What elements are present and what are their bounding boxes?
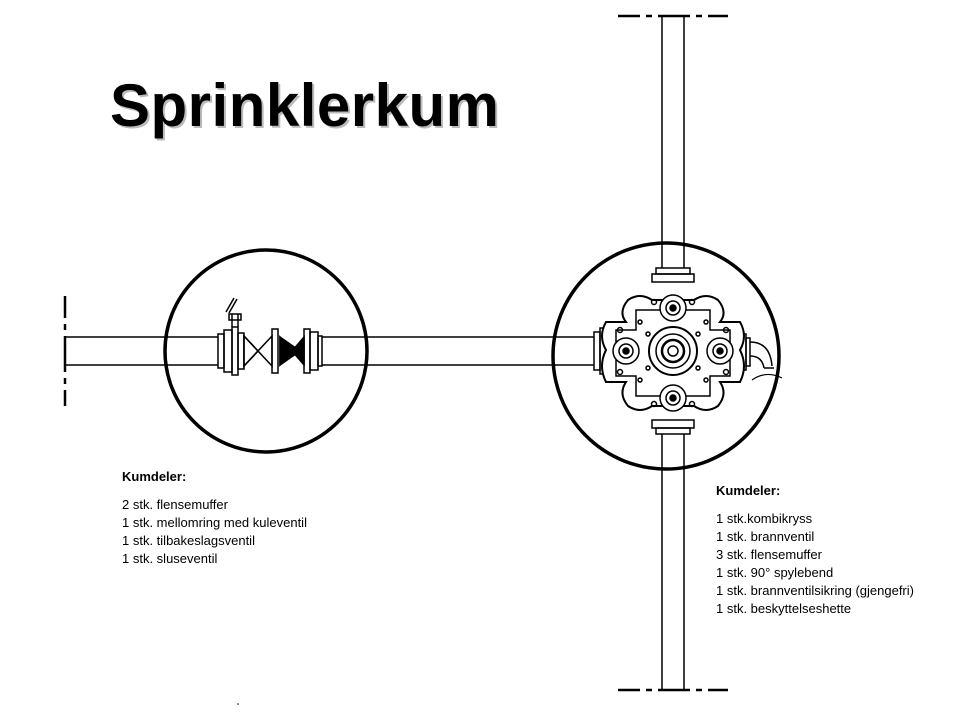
valve-assembly — [217, 297, 323, 376]
port-top — [650, 294, 696, 322]
list-item: 1 stk. beskyttelseshette — [716, 601, 852, 616]
list-item: 1 stk. mellomring med kuleventil — [122, 515, 307, 530]
list-item: 1 stk. tilbakeslagsventil — [122, 533, 255, 548]
left-chamber-circle — [163, 248, 369, 454]
port-left — [612, 326, 640, 376]
right-parts-heading: Kumdeler: — [716, 483, 781, 498]
page-title: Sprinklerkum — [110, 72, 500, 139]
horizontal-pipe — [65, 336, 594, 366]
left-parts-heading: Kumdeler: — [122, 469, 187, 484]
combi-cross — [593, 267, 783, 435]
stray-dot — [237, 703, 239, 705]
list-item: 3 stk. flensemuffer — [716, 547, 822, 562]
body-bolts — [637, 319, 709, 383]
list-item: 1 stk. 90° spylebend — [716, 565, 834, 580]
list-item: 1 stk. brannventilsikring (gjengefri) — [716, 583, 914, 598]
right-chamber-circle — [551, 241, 781, 471]
left-chamber-parts-list: Kumdeler: 2 stk. flensemuffer 1 stk. mel… — [122, 468, 307, 568]
right-chamber-parts-list: Kumdeler: 1 stk.kombikryss 1 stk. brannv… — [716, 482, 914, 618]
list-item: 1 stk.kombikryss — [716, 511, 813, 526]
center-valve — [648, 326, 698, 376]
port-bottom — [650, 384, 696, 412]
list-item: 1 stk. sluseventil — [122, 551, 218, 566]
port-right — [706, 326, 734, 376]
list-item: 2 stk. flensemuffer — [122, 497, 228, 512]
vertical-pipe — [661, 16, 685, 690]
list-item: 1 stk. brannventil — [716, 529, 815, 544]
